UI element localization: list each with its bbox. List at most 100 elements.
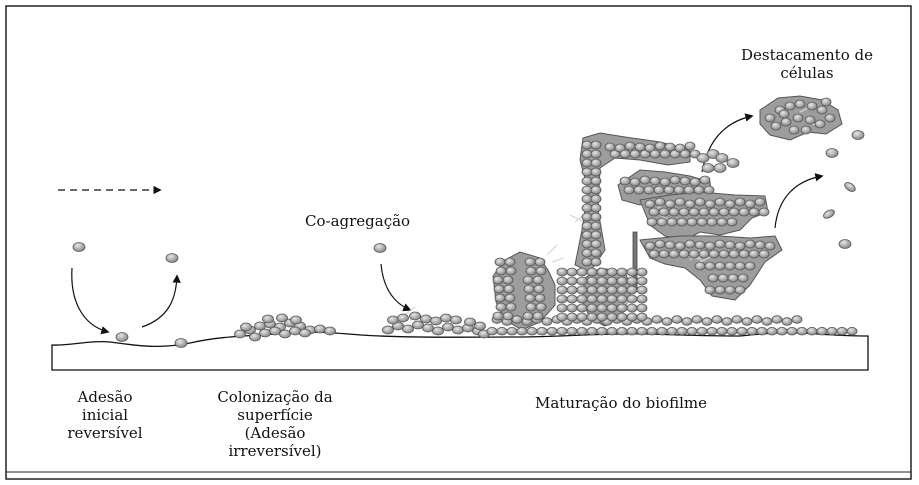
bacterial-cell <box>534 257 546 267</box>
bacterial-cell <box>402 324 414 334</box>
bacterial-cell <box>409 311 421 321</box>
bacterial-cell <box>525 266 537 276</box>
bacterial-cell <box>678 249 690 259</box>
bacterial-cell <box>846 327 858 336</box>
bacterial-cell <box>826 327 838 336</box>
bacterial-cell <box>780 117 792 127</box>
bacterial-cell <box>556 267 568 277</box>
bacterial-cell <box>382 325 394 335</box>
bacterial-cell <box>748 207 760 217</box>
bacterial-cell <box>704 285 716 295</box>
bacterial-cell <box>606 276 618 286</box>
bacterial-cell <box>590 257 602 267</box>
bacterial-cell <box>576 312 588 322</box>
bacterial-cell <box>711 315 723 324</box>
bacterial-cell <box>636 276 648 286</box>
bacterial-cell <box>786 327 798 336</box>
bacterial-cell <box>738 249 750 259</box>
bacterial-cell <box>678 207 690 217</box>
bacterial-cell <box>800 125 812 135</box>
detachment-arrow-lower <box>774 173 824 229</box>
bacterial-cell <box>614 143 626 153</box>
bacterial-cell <box>823 209 835 219</box>
bacterial-cell <box>689 177 701 187</box>
bacterial-cell <box>688 249 700 259</box>
bacterial-cell <box>541 317 553 326</box>
bacterial-cell <box>566 267 578 277</box>
bacterial-cell <box>249 332 261 342</box>
bacterial-cell <box>806 327 818 336</box>
bacterial-cell <box>452 325 464 335</box>
bacterial-cell <box>644 199 656 209</box>
bacterial-cell <box>535 266 547 276</box>
bacterial-cell <box>724 285 736 295</box>
bacterial-cell <box>738 207 750 217</box>
bacterial-cell <box>522 275 534 285</box>
bacterial-cell <box>679 176 691 186</box>
bacterial-cell <box>412 320 424 330</box>
adhesion-up-arrow <box>141 274 181 328</box>
bacterial-cell <box>707 273 719 283</box>
bacterial-cell <box>556 312 568 322</box>
bacterial-cell <box>581 176 593 186</box>
bacterial-cell <box>299 328 311 338</box>
bacterial-cell <box>754 197 766 207</box>
bacterial-cell <box>526 327 538 336</box>
bacterial-cell <box>586 312 598 322</box>
bacterial-cell <box>674 197 686 207</box>
bacterial-cell <box>387 315 399 325</box>
bacterial-cell <box>626 294 638 304</box>
bacterial-cell <box>616 276 628 286</box>
bacterial-cell <box>636 303 648 313</box>
bacterial-cell <box>684 199 696 209</box>
bacterial-cell <box>716 217 728 227</box>
bacterial-cell <box>524 257 536 267</box>
bacterial-cell <box>796 327 808 336</box>
bacterial-cell <box>506 327 518 336</box>
bacterial-cell <box>736 327 748 336</box>
bacterial-cell <box>836 327 848 336</box>
bacterial-cell <box>174 338 188 348</box>
bacterial-cell <box>666 327 678 336</box>
coaggregation-arrow <box>380 263 412 312</box>
label-maturation: Maturação do biofilme <box>535 394 707 412</box>
bacterial-cell <box>791 315 803 324</box>
bacterial-cell <box>814 119 826 129</box>
bacterial-cell <box>450 315 462 325</box>
bacterial-cell <box>440 313 452 323</box>
bacterial-cell <box>590 185 602 195</box>
bacterial-cell <box>792 113 804 123</box>
bacterial-cell <box>771 315 783 324</box>
bacterial-cell <box>494 257 506 267</box>
bacterial-cell <box>596 267 608 277</box>
bacterial-cell <box>806 101 818 111</box>
bacterial-cell <box>586 303 598 313</box>
bacterial-cell <box>704 199 716 209</box>
bacterial-cell <box>731 315 743 324</box>
bacterial-cell <box>619 176 631 186</box>
bacterial-cell <box>681 317 693 326</box>
bacterial-cell <box>626 327 638 336</box>
bacterial-cell <box>781 317 793 326</box>
bacterial-cell <box>644 241 656 251</box>
bacterial-cell <box>596 285 608 295</box>
bacterial-cell <box>546 327 558 336</box>
bacterial-cell <box>556 285 568 295</box>
bacterial-cell <box>586 276 598 286</box>
bacterial-cell <box>704 241 716 251</box>
bacterial-cell <box>566 312 578 322</box>
bacterial-cell <box>686 217 698 227</box>
bacterial-cell <box>734 285 746 295</box>
bacterial-cell <box>492 275 504 285</box>
bacterial-cell <box>758 249 770 259</box>
bacterial-cell <box>766 327 778 336</box>
bacterial-cell <box>576 303 588 313</box>
bacterial-cell <box>636 312 648 322</box>
bacterial-cell <box>713 163 727 173</box>
bacterial-cell <box>566 294 578 304</box>
bacterial-cell <box>289 326 301 336</box>
bacterial-cell <box>654 197 666 207</box>
bacterial-cell <box>590 212 602 222</box>
label-detachment-line-1: Destacamento de <box>741 46 873 64</box>
